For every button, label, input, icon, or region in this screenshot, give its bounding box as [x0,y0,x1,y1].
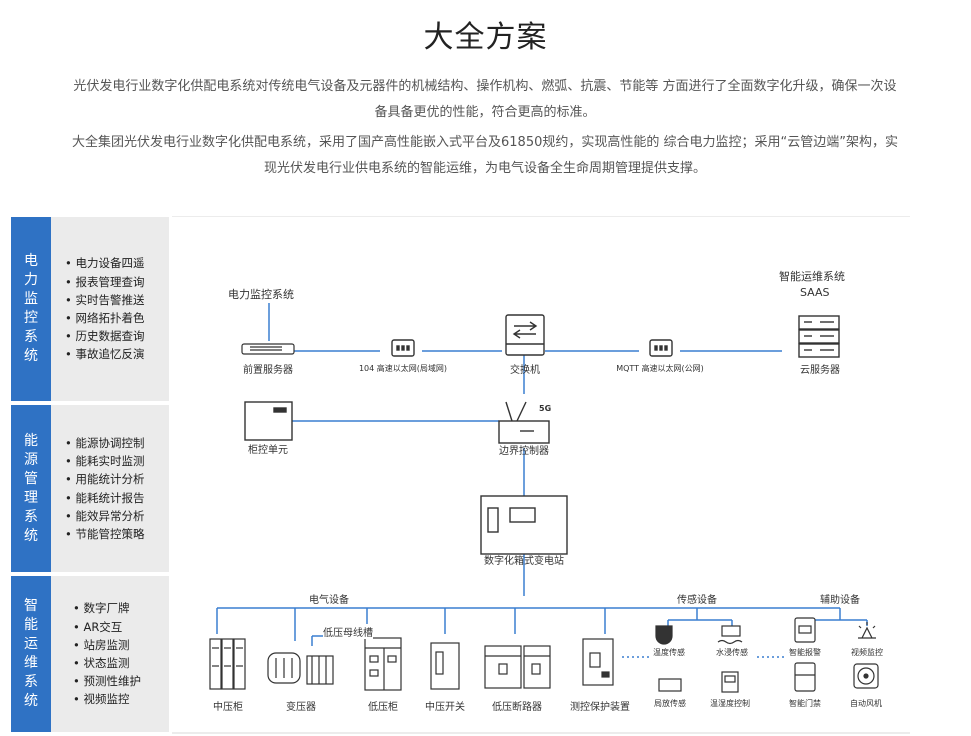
list-item: 网络拓扑着色 [65,309,169,327]
mv-cabinet-icon [209,638,246,690]
aux-label: 智能门禁 [789,699,821,708]
router-icon [391,339,415,357]
sensing-group-label: 传感设备 [677,595,717,606]
edge-controller-icon [498,401,550,444]
list-item: 站房监测 [73,636,169,654]
system-tab-intelligent-om[interactable]: 智能运维系统 [11,576,51,732]
list-item: 节能管控策略 [65,525,169,543]
substation-label: 数字化箱式变电站 [484,556,564,567]
humidity-controller-icon [721,671,739,693]
mv-switch-icon [430,642,460,690]
list-item: 电力设备四遥 [65,254,169,272]
list-item: 视频监控 [73,690,169,708]
sensor-label: 局放传感 [654,699,686,708]
intro-paragraph-1: 光伏发电行业数字化供配电系统对传统电气设备及元器件的机械结构、操作机构、燃弧、抗… [73,79,897,120]
power-monitoring-label: 电力监控系统 [228,288,294,301]
feature-list-energy-management: 能源协调控制 能耗实时监测 用能统计分析 能耗统计报告 能效异常分析 节能管控策… [51,405,169,572]
device-label: 测控保护装置 [570,702,630,713]
intro-paragraph-2: 大全集团光伏发电行业数字化供配电系统，采用了国产高性能嵌入式平台及61850规约… [72,135,898,176]
server-icon [241,343,295,355]
system-tab-energy-management[interactable]: 能源管理系统 [11,405,51,572]
substation-icon [480,495,568,555]
om-system-label: 智能运维系统 [779,270,845,283]
5g-badge: 5G [539,404,552,413]
edge-controller-label: 边界控制器 [499,446,549,457]
saas-label: SAAS [800,286,830,299]
list-item: 状态监测 [73,654,169,672]
cabinet-unit-label: 柜控单元 [248,445,288,456]
list-item: 能耗统计报告 [65,489,169,507]
temperature-sensor-icon [655,625,673,645]
fan-icon [853,663,879,689]
device-label: 低压柜 [368,702,398,713]
partial-discharge-sensor-icon [658,678,682,692]
aux-label: 智能报警 [789,648,821,657]
cloud-server-icon [798,315,840,358]
lv-breaker-icon [484,645,551,689]
transformer-icon [267,652,334,685]
front-server-label: 前置服务器 [243,365,293,376]
system-tab-power-monitoring[interactable]: 电力监控系统 [11,217,51,401]
page-title: 大全方案 [423,20,548,55]
switch-label: 交换机 [510,365,540,376]
aux-label: 视频监控 [851,648,883,657]
device-label: 变压器 [286,702,316,713]
switch-icon [505,314,545,356]
device-label: 中压开关 [425,702,465,713]
list-item: 预测性维护 [73,672,169,690]
architecture-diagram: 电力监控系统 智能运维系统 SAAS 前置服务器 104 高速以太网(局域网) … [172,216,910,736]
list-item: 历史数据查询 [65,327,169,345]
busbar-label: 低压母线槽 [323,624,373,639]
water-leak-sensor-icon [717,625,743,645]
sensor-label: 温湿度控制 [710,699,750,708]
protection-device-icon [582,638,614,686]
list-item: 能效异常分析 [65,507,169,525]
camera-icon [858,622,876,639]
feature-list-intelligent-om: 数字厂牌 AR交互 站房监测 状态监测 预测性维护 视频监控 [51,576,169,732]
lv-cabinet-icon [364,637,402,691]
list-item: 报表管理查询 [65,273,169,291]
router-icon [649,339,673,357]
sensor-label: 水浸传感 [716,648,748,657]
list-item: 能耗实时监测 [65,452,169,470]
sensor-label: 温度传感 [653,648,685,657]
aux-label: 自动风机 [850,699,882,708]
lan-link-label: 104 高速以太网(局域网) [358,364,448,373]
auxiliary-group-label: 辅助设备 [820,595,860,606]
access-control-icon [794,662,816,692]
list-item: 数字厂牌 [73,599,169,617]
electrical-group-label: 电气设备 [309,595,349,606]
list-item: 用能统计分析 [65,470,169,488]
alarm-icon [794,617,816,643]
cloud-server-label: 云服务器 [800,365,840,376]
cabinet-unit-icon [244,401,293,441]
connection-lines [172,216,910,734]
list-item: 事故追忆反演 [65,345,169,363]
list-item: AR交互 [73,618,169,636]
device-label: 低压断路器 [492,702,542,713]
list-item: 能源协调控制 [65,434,169,452]
list-item: 实时告警推送 [65,291,169,309]
device-label: 中压柜 [213,702,243,713]
wan-link-label: MQTT 高速以太网(公网) [616,364,704,373]
feature-list-power-monitoring: 电力设备四遥 报表管理查询 实时告警推送 网络拓扑着色 历史数据查询 事故追忆反… [51,217,169,401]
